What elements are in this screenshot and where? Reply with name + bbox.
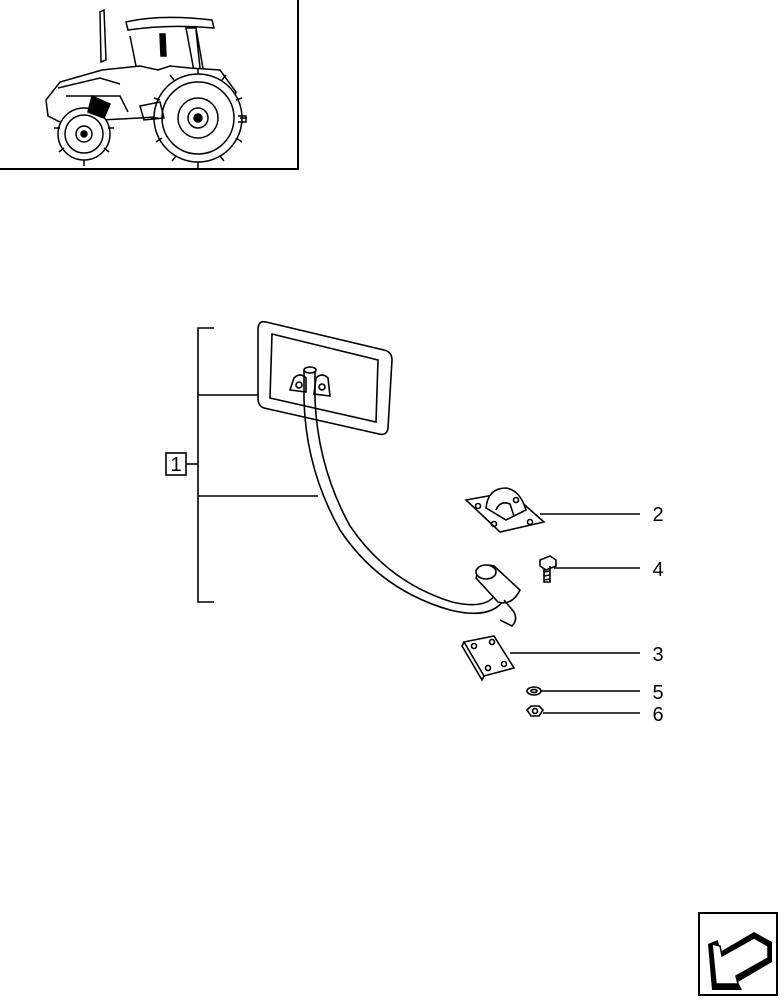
callout-4: 4 bbox=[652, 559, 663, 581]
callout-3: 3 bbox=[652, 644, 663, 666]
callout-6: 6 bbox=[652, 704, 663, 726]
mirror-arm bbox=[303, 366, 521, 627]
mirror-head bbox=[257, 320, 393, 436]
tractor-icon bbox=[45, 8, 247, 168]
mounting-bracket bbox=[464, 487, 546, 533]
tractor-thumbnail bbox=[0, 0, 299, 170]
callout-5: 5 bbox=[652, 682, 663, 704]
navigation-button[interactable] bbox=[698, 912, 778, 996]
nut bbox=[525, 705, 545, 717]
bolt bbox=[539, 555, 557, 583]
callout-1: 1 bbox=[170, 454, 181, 476]
clamp-plate bbox=[461, 635, 516, 682]
arrow-icon bbox=[698, 912, 778, 996]
callout-2: 2 bbox=[652, 504, 663, 526]
group-bracket bbox=[186, 327, 318, 603]
washer bbox=[526, 686, 542, 696]
callout-box-1 bbox=[165, 452, 187, 476]
